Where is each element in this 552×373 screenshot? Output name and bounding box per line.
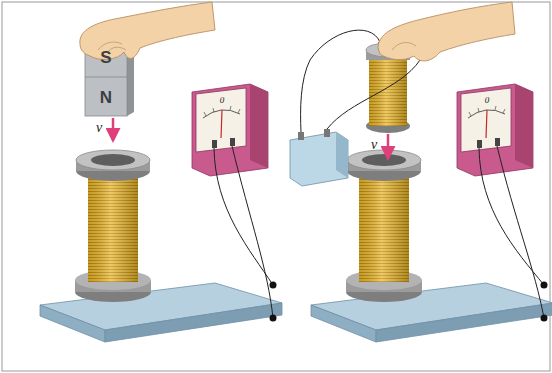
- velocity-arrow: [387, 134, 390, 158]
- galvanometer: [192, 84, 268, 176]
- coil: [346, 150, 422, 302]
- wire: [479, 148, 544, 285]
- scale-zero: 0: [220, 96, 225, 105]
- wire: [232, 146, 273, 318]
- scale-zero: 0: [485, 96, 490, 105]
- small-coil: [369, 60, 407, 126]
- pole-letter: S: [100, 49, 111, 66]
- battery-terminal: [298, 132, 304, 140]
- wire: [214, 148, 273, 285]
- coil: [75, 150, 151, 302]
- battery-terminal: [324, 129, 330, 137]
- small-coil-shade: [369, 60, 407, 126]
- terminal: [270, 282, 277, 289]
- battery: [290, 132, 348, 186]
- pole-divider: [85, 77, 127, 78]
- terminal: [541, 315, 548, 322]
- terminal: [270, 315, 277, 322]
- galvanometer: [457, 84, 533, 176]
- pole-letter: N: [100, 89, 112, 106]
- hand: [80, 2, 215, 59]
- velocity-arrow: [112, 118, 115, 140]
- terminal: [541, 282, 548, 289]
- wire: [301, 30, 380, 132]
- velocity-symbol: v: [371, 138, 377, 152]
- velocity-symbol: v: [96, 121, 102, 135]
- battery-side: [336, 132, 348, 178]
- wire: [497, 146, 544, 318]
- finger-lines: [392, 43, 416, 50]
- hand: [378, 2, 515, 61]
